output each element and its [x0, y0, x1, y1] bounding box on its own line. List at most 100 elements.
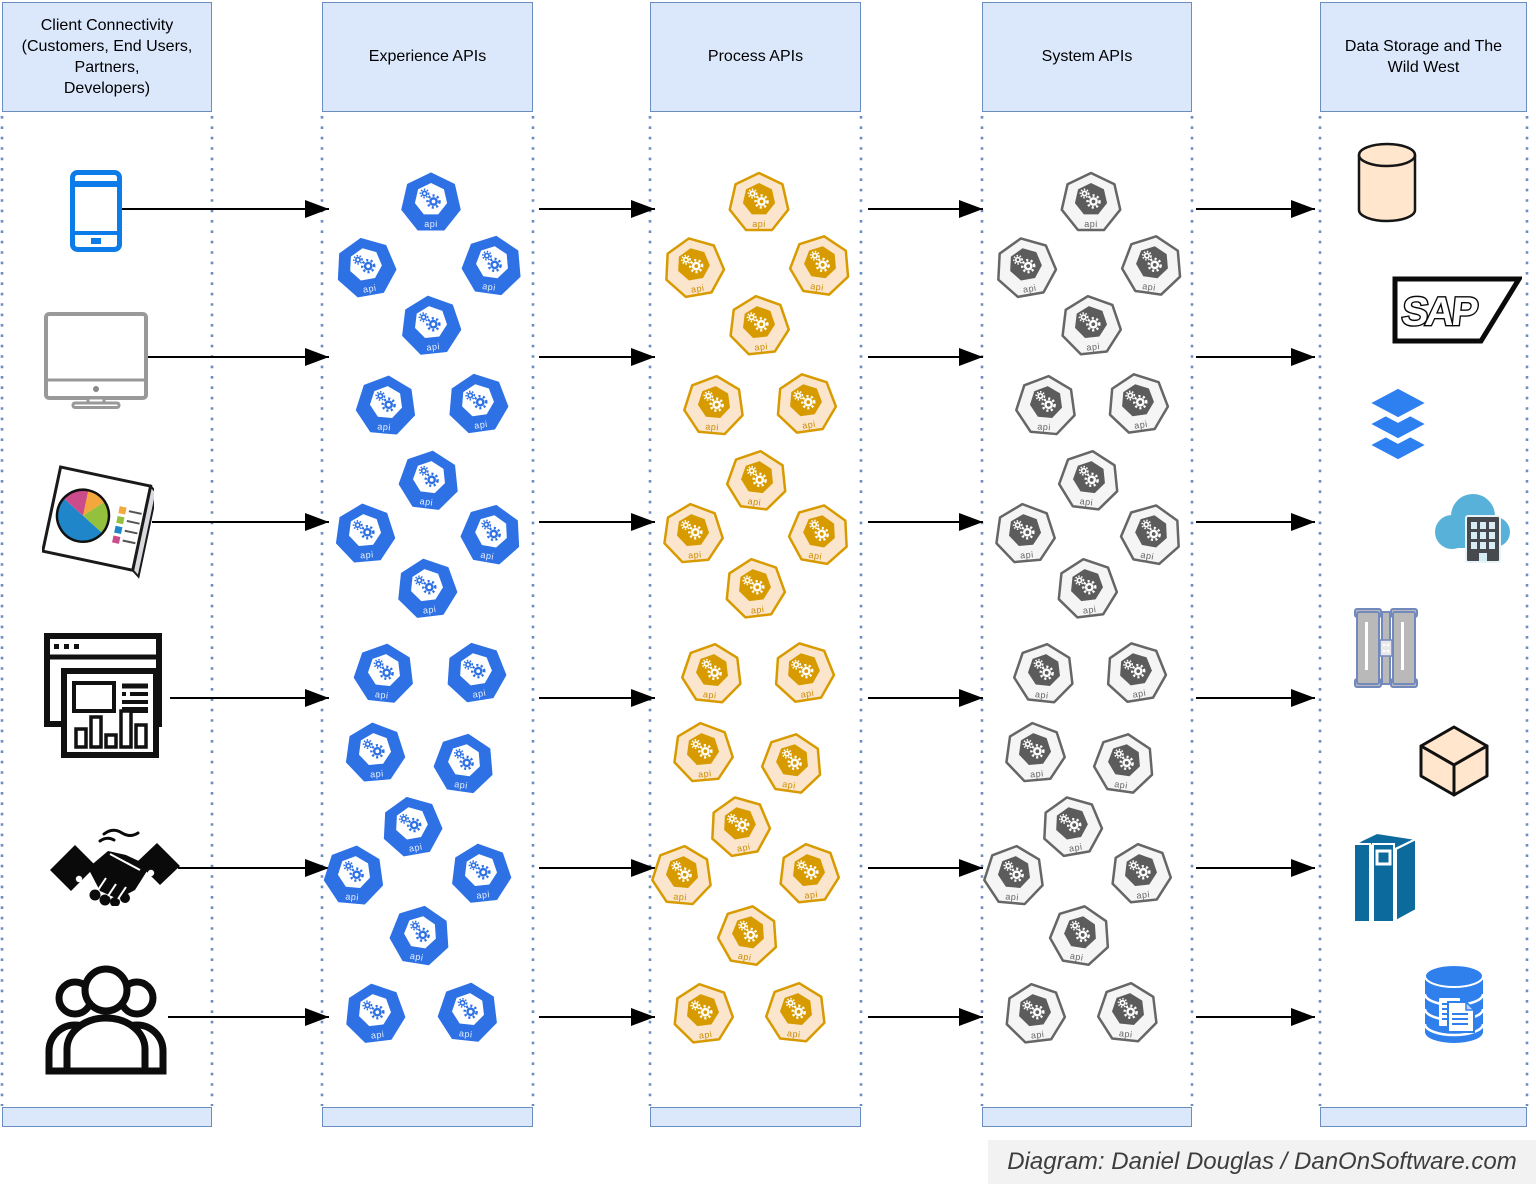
gear-icon: [709, 397, 724, 412]
api-icon: api: [433, 733, 493, 794]
gear-icon: [465, 390, 476, 401]
gear-icon: [809, 250, 820, 261]
api-icon: api: [398, 558, 458, 618]
api-icon: api: [1057, 449, 1119, 511]
gear-icon: [688, 258, 704, 274]
api-icon: api: [711, 796, 772, 858]
gear-icon: [457, 997, 468, 1008]
gear-icon: [785, 997, 796, 1008]
api-icon: api: [729, 294, 791, 356]
api-icon: api: [760, 733, 822, 794]
gear-icon: [1030, 744, 1045, 759]
api-icon: api: [1092, 733, 1154, 794]
gear-icon: [1141, 519, 1152, 530]
gear-icon: [1082, 579, 1097, 595]
svg-text:api: api: [750, 604, 765, 616]
gear-icon: [1119, 755, 1134, 771]
svg-text:api: api: [480, 550, 495, 562]
gear-icon: [734, 817, 750, 833]
gear-icon: [426, 317, 441, 332]
gear-icon: [379, 665, 394, 680]
gear-icon: [1128, 860, 1139, 871]
svg-text:api: api: [802, 419, 817, 431]
web-dashboard-icon: [44, 633, 170, 759]
svg-text:api: api: [810, 281, 825, 293]
svg-text:api: api: [1020, 549, 1034, 560]
svg-text:api: api: [1068, 842, 1083, 854]
gear-icon: [1020, 525, 1035, 540]
gear-icon: [481, 519, 492, 530]
svg-text:api: api: [426, 341, 440, 352]
gear-icon: [801, 394, 816, 410]
gear-icon: [1146, 526, 1161, 542]
gear-icon: [370, 744, 385, 759]
gear-icon: [1066, 817, 1082, 833]
gear-icon: [360, 258, 376, 274]
gear-icon: [1078, 465, 1089, 476]
svg-text:api: api: [1142, 281, 1157, 293]
gear-icon: [799, 663, 814, 679]
svg-text:api: api: [375, 689, 389, 700]
gear-icon: [787, 755, 802, 771]
svg-text:api: api: [808, 550, 823, 562]
gear-icon: [399, 813, 409, 824]
gear-icon: [754, 317, 769, 332]
api-icon: api: [452, 843, 512, 903]
mobile-phone-icon: [70, 170, 122, 252]
user-group-icon: [42, 950, 170, 1078]
svg-text:api: api: [673, 891, 687, 902]
api-icon: api: [1012, 642, 1074, 704]
gear-icon: [671, 861, 682, 871]
gear-icon: [381, 397, 396, 412]
svg-text:api: api: [752, 219, 766, 229]
gear-icon: [688, 525, 703, 540]
svg-text:api: api: [1035, 689, 1049, 700]
svg-text:api: api: [345, 891, 359, 902]
api-icon: api: [683, 374, 744, 436]
api-icon: api: [449, 373, 509, 434]
api-icon: api: [788, 235, 850, 296]
handshake-icon: [48, 824, 182, 907]
gear-icon: [680, 520, 691, 531]
gear-icon: [360, 525, 375, 540]
gear-icon: [418, 312, 429, 323]
gear-icon: [791, 1004, 806, 1019]
api-icon: api: [1005, 721, 1066, 783]
api-icon: api: [776, 373, 838, 434]
gear-icon: [1123, 659, 1134, 670]
svg-text:api: api: [804, 889, 818, 900]
api-icon: api: [1015, 374, 1076, 436]
gear-icon: [809, 519, 820, 530]
api-icon: api: [1061, 294, 1123, 356]
api-icon: api: [1096, 981, 1158, 1043]
api-icon: api: [1111, 842, 1173, 904]
svg-text:api: api: [690, 283, 705, 295]
gear-icon: [1075, 927, 1090, 943]
svg-text:api: api: [1132, 688, 1147, 700]
gear-icon: [362, 739, 373, 750]
gear-icon: [1131, 663, 1146, 679]
api-icon: api: [787, 504, 848, 566]
api-icon: api: [728, 171, 790, 232]
api-icon: api: [437, 982, 497, 1042]
svg-text:api: api: [482, 281, 497, 293]
svg-text:api: api: [1079, 496, 1094, 508]
lane-header-data-storage: Data Storage and The Wild West: [1320, 2, 1527, 112]
gear-icon: [690, 739, 701, 750]
svg-text:api: api: [747, 496, 762, 508]
gear-icon: [1009, 867, 1024, 882]
svg-text:api: api: [1082, 604, 1097, 616]
layers-icon: [1360, 382, 1436, 466]
gear-icon: [410, 920, 421, 931]
svg-text:api: api: [476, 889, 490, 900]
lane-header-experience-apis: Experience APIs: [322, 2, 533, 112]
gear-icon: [471, 663, 486, 679]
sap-logo-icon: SAP: [1392, 274, 1524, 346]
gear-icon: [1136, 865, 1151, 880]
svg-text:api: api: [1136, 889, 1150, 900]
gear-icon: [742, 575, 753, 586]
gear-icon: [1013, 254, 1023, 265]
lane-footer-bar: [2, 1107, 212, 1127]
gear-icon: [1074, 575, 1085, 586]
